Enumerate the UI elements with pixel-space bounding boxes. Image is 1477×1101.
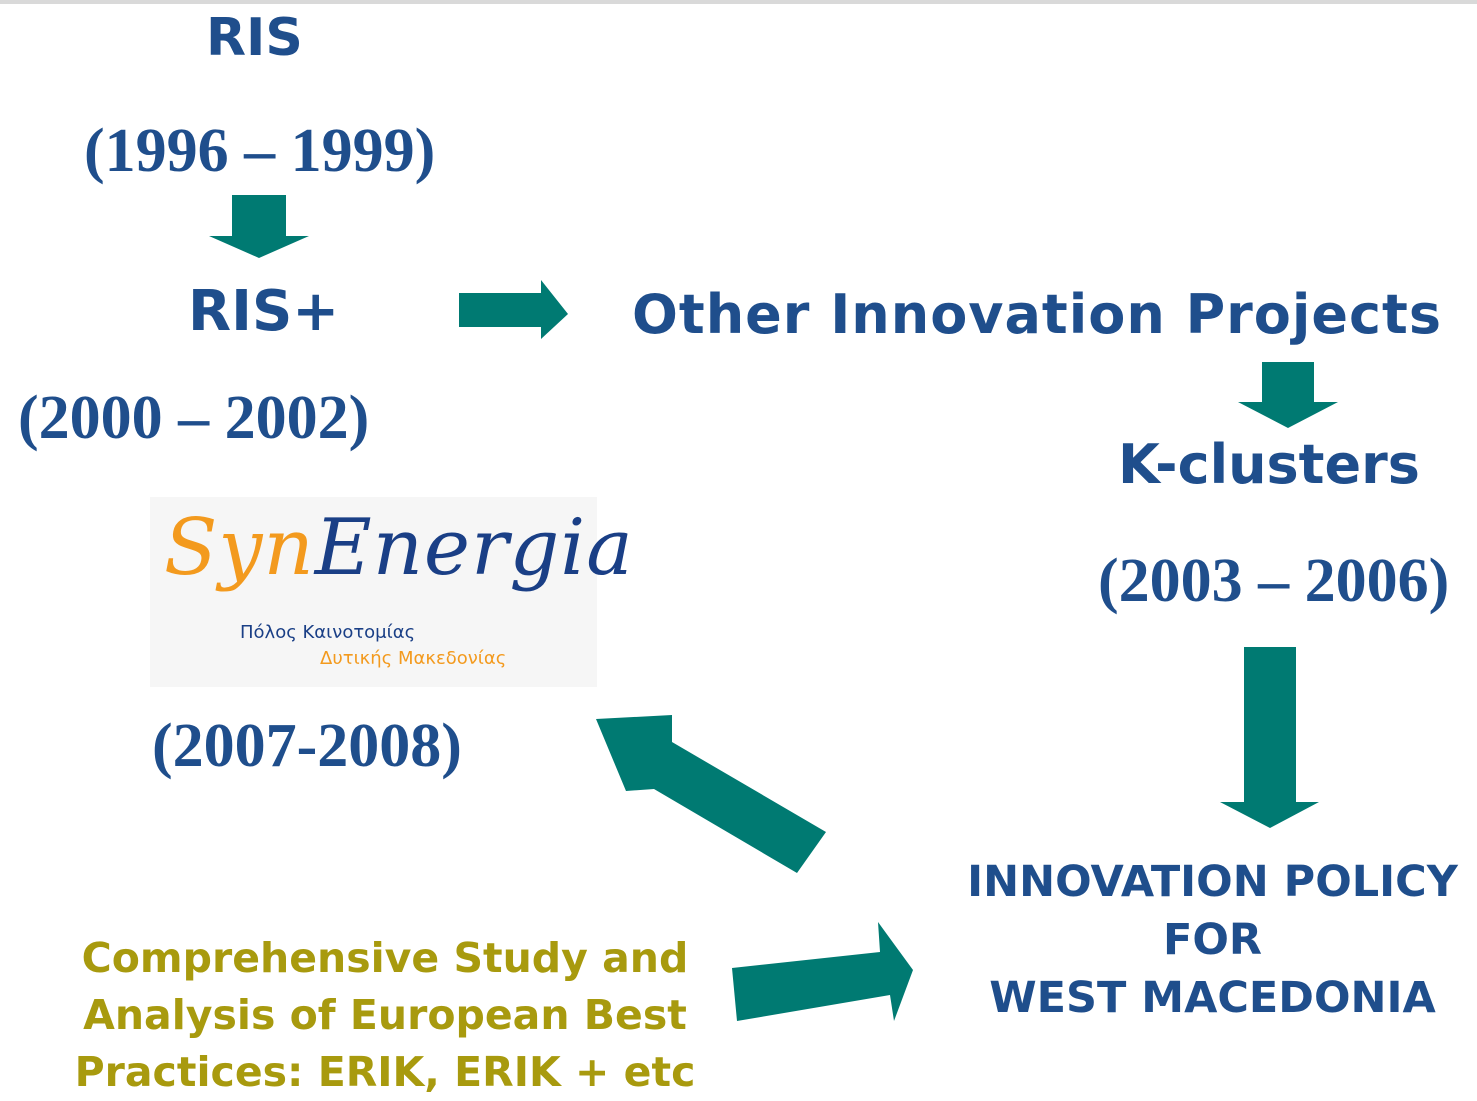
arrow-down-ris-to-ris-plus [209,195,309,258]
innovation-policy-block: INNOVATION POLICY FOR WEST MACEDONIA [950,853,1475,1027]
study-line-3: Practices: ERIK, ERIK + etc [74,1048,696,1096]
other-innovation-projects-label: Other Innovation Projects [632,283,1443,346]
policy-line-1: INNOVATION POLICY [967,857,1458,907]
logo-energia-text: Energia [314,503,634,593]
policy-line-3: WEST MACEDONIA [989,973,1436,1023]
arrow-right-ris-plus-to-other-projects [459,280,568,339]
arrow-down-k-clusters-to-policy [1220,647,1319,828]
arrow-policy-to-synenergia [596,715,826,873]
logo-subtitle-line1: Πόλος Καινοτομίας [240,622,416,643]
logo-subtitle-line2: Δυτικής Μακεδονίας [320,648,507,669]
ris-label: RIS [206,8,303,68]
policy-line-2: FOR [1162,915,1263,965]
top-border-line [0,0,1477,4]
study-line-1: Comprehensive Study and [81,934,689,982]
synenergia-logo-wordmark: SynEnergia [164,509,634,587]
comprehensive-study-block: Comprehensive Study and Analysis of Euro… [40,930,730,1101]
arrow-study-to-policy [732,922,913,1021]
arrow-down-other-projects-to-k-clusters [1238,362,1338,428]
synenergia-logo: SynEnergia Πόλος Καινοτομίας Δυτικής Μακ… [150,497,633,687]
k-clusters-label: K-clusters [1118,433,1420,496]
synenergia-years: (2007-2008) [152,712,462,780]
study-line-2: Analysis of European Best [83,991,687,1039]
ris-plus-label: RIS+ [188,279,340,344]
ris-plus-years: (2000 – 2002) [18,384,370,452]
k-clusters-years: (2003 – 2006) [1098,547,1450,615]
logo-syn-text: Syn [164,503,315,593]
ris-years: (1996 – 1999) [84,117,436,185]
